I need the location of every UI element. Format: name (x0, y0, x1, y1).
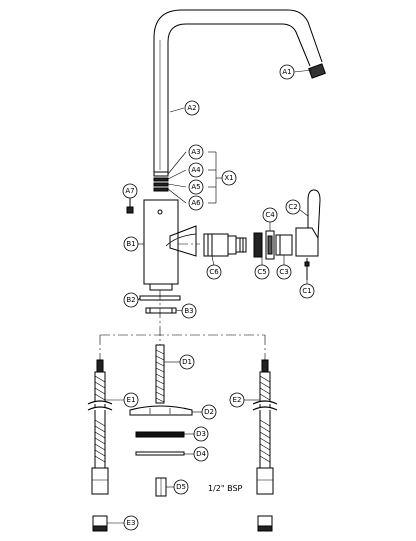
callout-A6: A6 (188, 195, 204, 211)
svg-text:D4: D4 (196, 450, 206, 458)
callout-A7: A7 (122, 183, 138, 199)
base-gasket (145, 307, 177, 314)
callout-C3: C3 (276, 264, 292, 280)
svg-text:A4: A4 (191, 166, 201, 174)
callout-C2: C2 (285, 199, 301, 215)
cover-cap (275, 234, 293, 256)
mounting-bracket (129, 405, 193, 416)
flexible-hose-left (87, 359, 113, 495)
callout-D2: D2 (201, 404, 217, 420)
spout-o-rings (153, 171, 169, 192)
svg-text:D1: D1 (182, 358, 192, 366)
callout-D5: D5 (173, 479, 189, 495)
svg-text:B3: B3 (184, 307, 193, 315)
callout-B2: B2 (123, 292, 139, 308)
svg-text:C3: C3 (279, 268, 288, 276)
threaded-stud (155, 344, 165, 404)
callout-C1: C1 (299, 283, 315, 299)
callout-B1: B1 (123, 236, 139, 252)
connector-nut-right (257, 515, 273, 532)
svg-text:C1: C1 (302, 287, 311, 295)
rubber-washer (135, 431, 185, 438)
leader-lines (105, 69, 313, 524)
svg-text:B1: B1 (126, 240, 135, 248)
callout-B3: B3 (181, 303, 197, 319)
svg-text:C6: C6 (209, 268, 219, 276)
thread-size-label: 1/2" BSP (208, 484, 243, 493)
spout (153, 9, 323, 172)
svg-text:C2: C2 (288, 203, 297, 211)
svg-text:E2: E2 (233, 396, 242, 404)
callout-A4: A4 (188, 162, 204, 178)
connector-nut-left (92, 515, 108, 532)
callout-A2: A2 (184, 100, 200, 116)
callout-E3: E3 (123, 515, 139, 531)
svg-text:E1: E1 (127, 396, 136, 404)
centre-lines (99, 243, 266, 360)
retaining-nut (253, 232, 263, 258)
flexible-hose-right (252, 359, 278, 495)
svg-text:C5: C5 (257, 268, 266, 276)
svg-text:A7: A7 (125, 187, 134, 195)
stud-nut (155, 477, 167, 497)
svg-text:A1: A1 (282, 68, 291, 76)
callout-X1: X1 (221, 170, 237, 186)
callout-C4: C4 (262, 207, 278, 223)
callout-A1: A1 (279, 64, 295, 80)
svg-text:D2: D2 (204, 408, 214, 416)
callout-E1: E1 (123, 392, 139, 408)
svg-text:A3: A3 (191, 148, 200, 156)
callout-D1: D1 (179, 354, 195, 370)
callout-D4: D4 (193, 446, 209, 462)
set-screw (126, 197, 134, 214)
tap-body (143, 199, 197, 291)
svg-text:E3: E3 (127, 519, 136, 527)
svg-text:C4: C4 (265, 211, 275, 219)
callout-C5: C5 (254, 264, 270, 280)
fibre-washer (135, 451, 185, 456)
callout-A5: A5 (188, 179, 204, 195)
callout-D3: D3 (193, 426, 209, 442)
svg-text:A5: A5 (191, 183, 200, 191)
aerator (308, 63, 326, 79)
svg-text:A2: A2 (187, 104, 196, 112)
o-ring (265, 230, 275, 260)
callout-E2: E2 (229, 392, 245, 408)
svg-text:D5: D5 (176, 483, 186, 491)
callout-A3: A3 (188, 144, 204, 160)
svg-text:D3: D3 (196, 430, 206, 438)
svg-text:X1: X1 (224, 174, 233, 182)
lever-handle (295, 189, 321, 280)
svg-text:B2: B2 (126, 296, 135, 304)
callout-C6: C6 (206, 264, 222, 280)
svg-text:A6: A6 (191, 199, 201, 207)
cartridge (203, 233, 247, 257)
